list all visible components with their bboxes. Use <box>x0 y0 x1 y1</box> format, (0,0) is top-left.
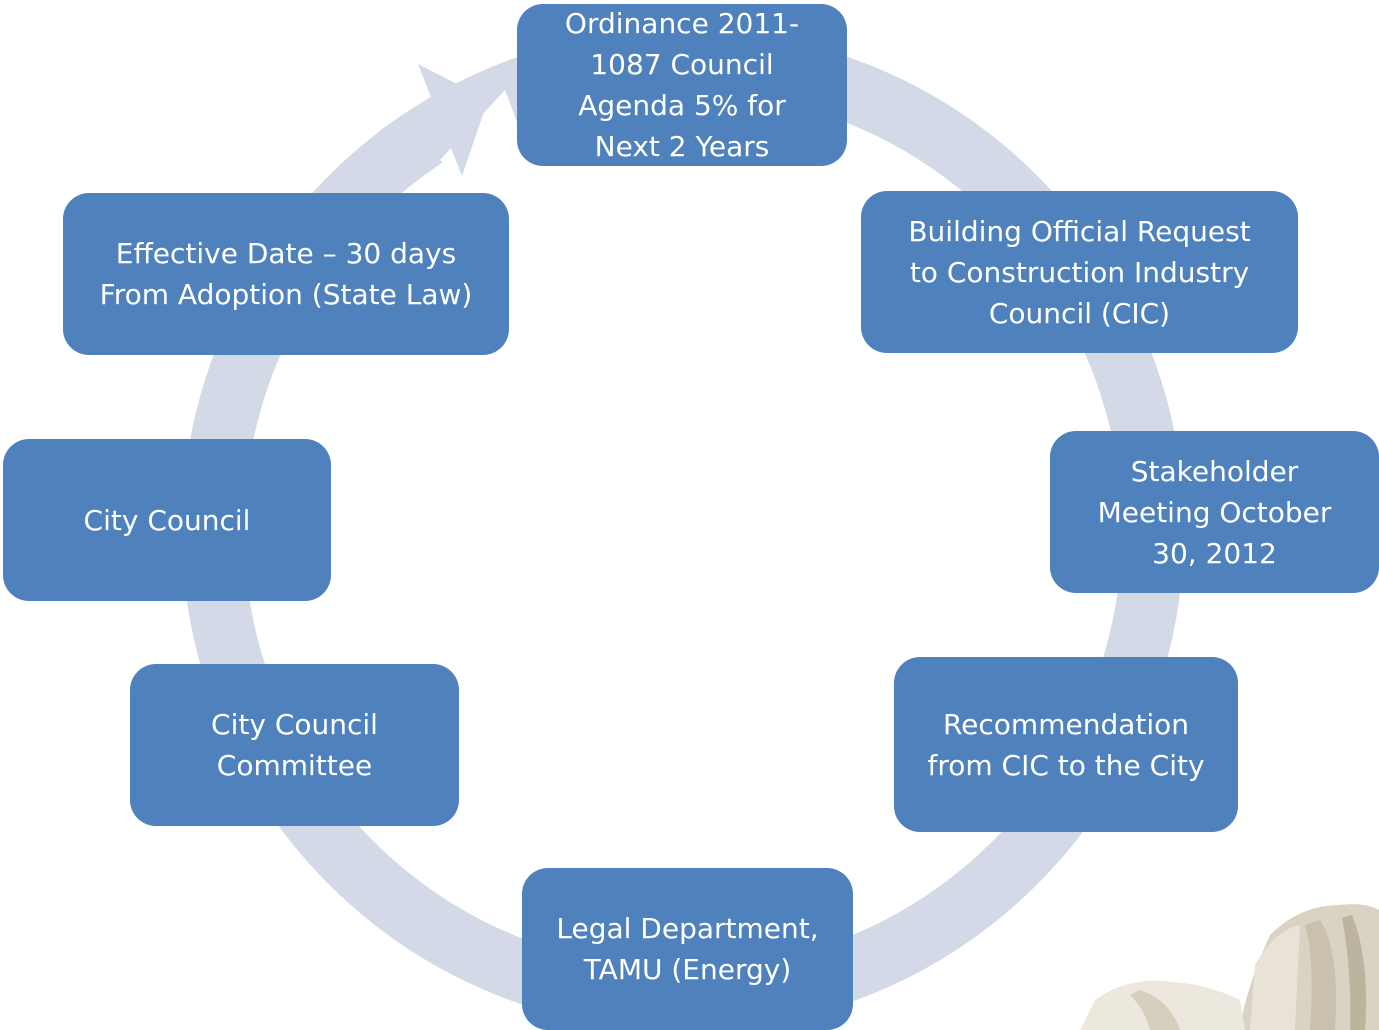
step-cic-recommendation: Recommendation from CIC to the City <box>894 657 1238 832</box>
step-legal-department: Legal Department, TAMU (Energy) <box>522 868 853 1030</box>
step-city-council-committee: City Council Committee <box>130 664 459 826</box>
rock-decoration <box>1080 904 1379 1030</box>
cycle-arrowhead <box>418 64 488 176</box>
step-stakeholder-meeting: Stakeholder Meeting October 30, 2012 <box>1050 431 1379 593</box>
step-building-official-request: Building Official Request to Constructio… <box>861 191 1298 353</box>
step-effective-date: Effective Date – 30 days From Adoption (… <box>63 193 509 355</box>
step-ordinance-agenda: Ordinance 2011- 1087 Council Agenda 5% f… <box>517 4 847 166</box>
step-city-council: City Council <box>3 439 331 601</box>
